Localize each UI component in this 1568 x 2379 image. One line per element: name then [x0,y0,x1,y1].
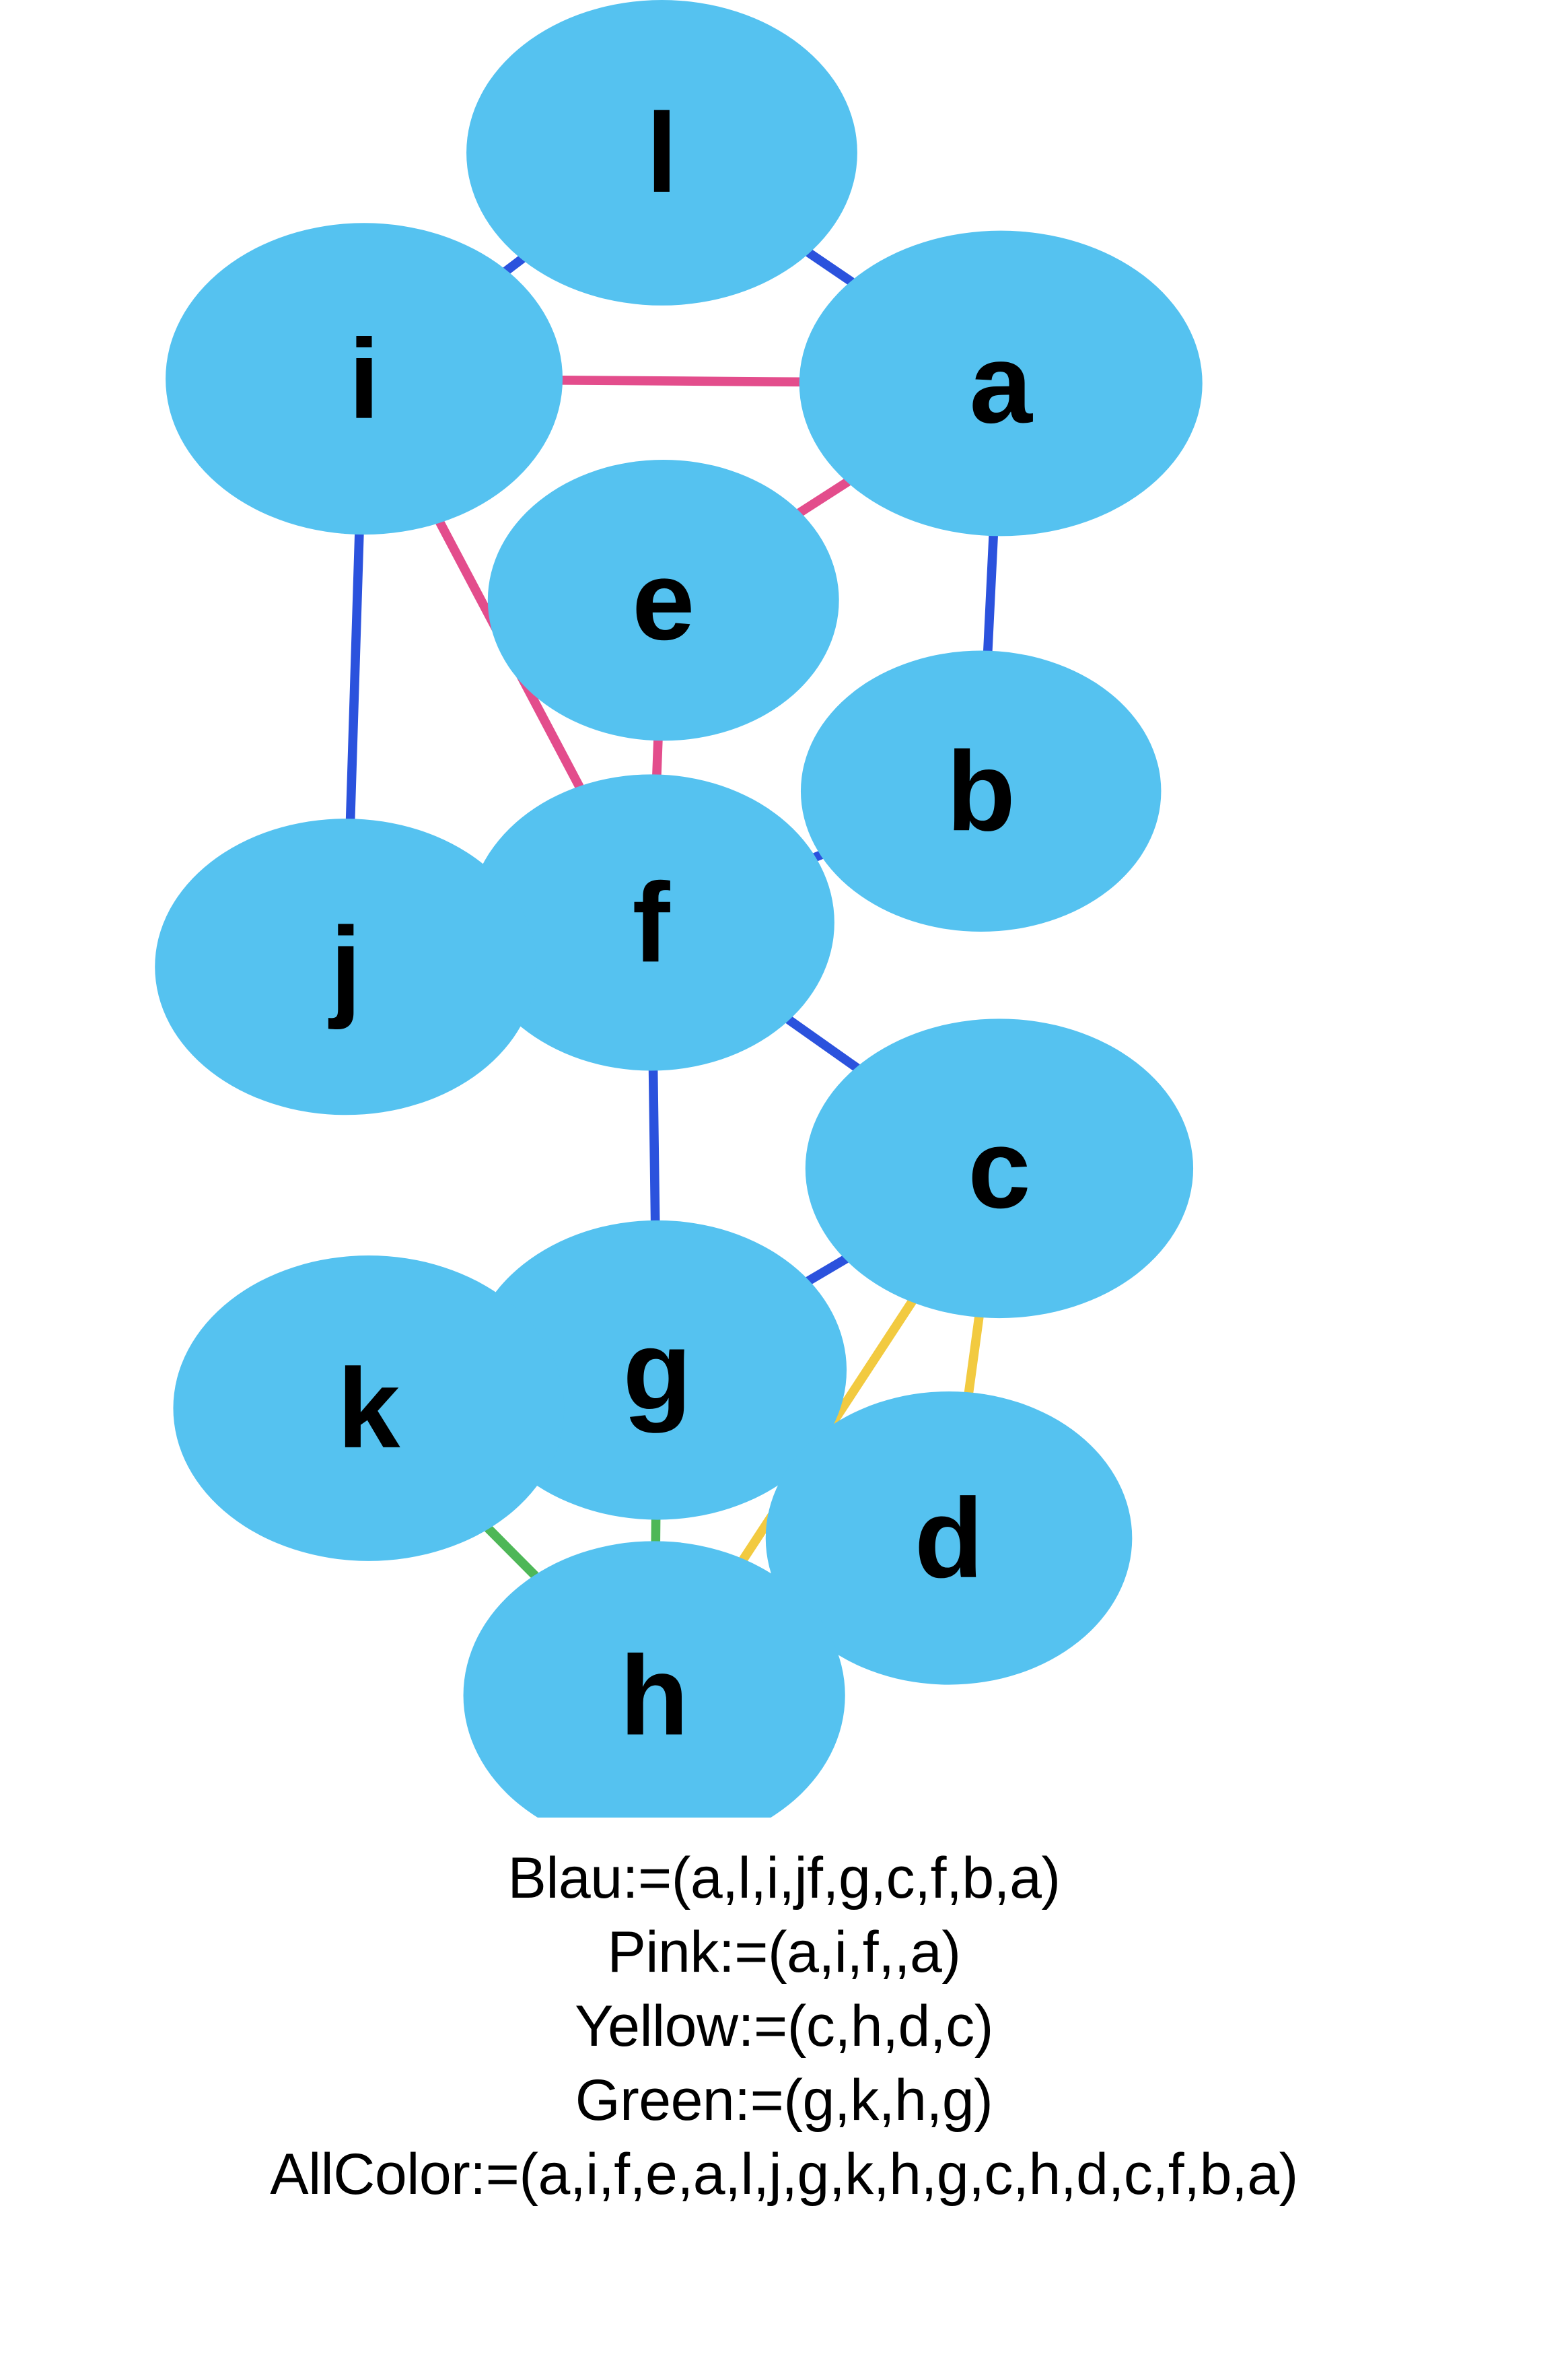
legend-line-yellow: Yellow:=(c,h,d,c) [575,1994,993,2059]
graph-canvas: l i a e b f j c g k d h [155,0,1203,1818]
node-d[interactable]: d [765,1391,1133,1685]
node-circle-h[interactable] [463,1541,845,1818]
edge-a-e-pink [795,477,852,517]
node-label-l: l [646,90,678,216]
nodes-layer: l i a e b f j c g k d h [155,0,1203,1818]
node-label-h: h [620,1632,689,1758]
node-label-k: k [337,1345,400,1472]
node-circle-l[interactable] [466,0,857,306]
edge-i-a-pink [558,376,804,387]
node-circle-a[interactable] [799,230,1203,537]
legend-block: Blau:=(a,l,i,jf,g,c,f,b,a) Pink:=(a,i,f,… [0,1841,1568,2211]
legend-line-pink: Pink:=(a,i,f,,a) [607,1920,961,1985]
node-circle-b[interactable] [800,650,1162,932]
legend-line-green: Green:=(g,k,h,g) [575,2068,993,2133]
node-i[interactable]: i [166,223,563,535]
node-label-b: b [946,728,1015,854]
node-circle-j[interactable] [155,819,537,1115]
node-circle-e[interactable] [487,459,839,741]
edge-a-b-blue [983,531,998,656]
edge-c-g-blue [804,1254,850,1286]
edge-f-g-blue [648,1066,660,1225]
node-circle-g[interactable] [468,1220,847,1520]
node-circle-c[interactable] [805,1019,1194,1319]
edge-c-d-yellow [964,1313,984,1398]
edge-l-i-blue [502,254,526,275]
node-g[interactable]: g [468,1220,847,1520]
node-label-i: i [349,316,380,442]
edge-i-j-blue [345,530,364,824]
node-label-j: j [328,903,361,1030]
edge-k-h-green [484,1524,540,1580]
node-label-f: f [633,859,671,986]
edge-e-f-pink [652,736,663,780]
node-circle-d[interactable] [765,1391,1133,1685]
node-l[interactable]: l [466,0,857,306]
edge-b-f-blue [811,850,826,862]
node-b[interactable]: b [800,650,1162,932]
node-h[interactable]: h [463,1541,845,1818]
node-k[interactable]: k [173,1255,565,1561]
edge-l-a-blue [804,248,856,286]
node-e[interactable]: e [487,459,839,741]
node-label-g: g [622,1307,692,1433]
node-a[interactable]: a [799,230,1203,537]
node-label-e: e [632,537,694,664]
node-j[interactable]: j [155,819,537,1115]
node-label-a: a [969,320,1033,446]
legend-line-blau: Blau:=(a,l,i,jf,g,c,f,b,a) [507,1846,1061,1910]
node-circle-f[interactable] [468,774,834,1071]
node-circle-i[interactable] [166,223,563,535]
node-f[interactable]: f [468,774,834,1071]
node-c[interactable]: c [805,1019,1194,1319]
edge-f-c-blue [784,1015,861,1072]
node-label-d: d [915,1475,984,1601]
node-circle-k[interactable] [173,1255,565,1561]
legend-line-allcolor: AllColor:=(a,i,f,e,a,l,j,g,k,h,g,c,h,d,c… [270,2142,1298,2207]
graph-svg: l i a e b f j c g k d h [155,0,1203,1818]
node-label-c: c [968,1105,1030,1232]
